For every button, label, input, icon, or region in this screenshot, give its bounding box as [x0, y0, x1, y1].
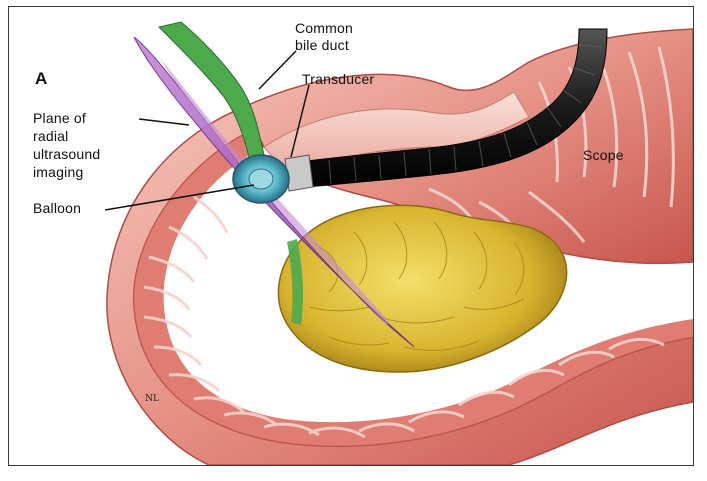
panel-letter: A [35, 69, 47, 89]
label-plane-line3: ultrasound [33, 146, 100, 163]
label-transducer: Transducer [302, 71, 374, 88]
label-balloon: Balloon [33, 200, 81, 217]
label-scope: Scope [583, 147, 624, 164]
label-common-bile-duct-line2: bile duct [295, 37, 349, 54]
label-plane-line4: imaging [33, 164, 83, 181]
label-plane-line2: radial [33, 128, 68, 145]
pancreas [278, 205, 566, 372]
transducer [285, 155, 313, 191]
label-plane-line1: Plane of [33, 110, 86, 127]
figure-frame: A Common bile duct Transducer Plane of r… [8, 6, 694, 466]
balloon-core [249, 169, 273, 189]
label-common-bile-duct-line1: Common [295, 20, 353, 37]
artist-signature: NL [143, 395, 161, 404]
